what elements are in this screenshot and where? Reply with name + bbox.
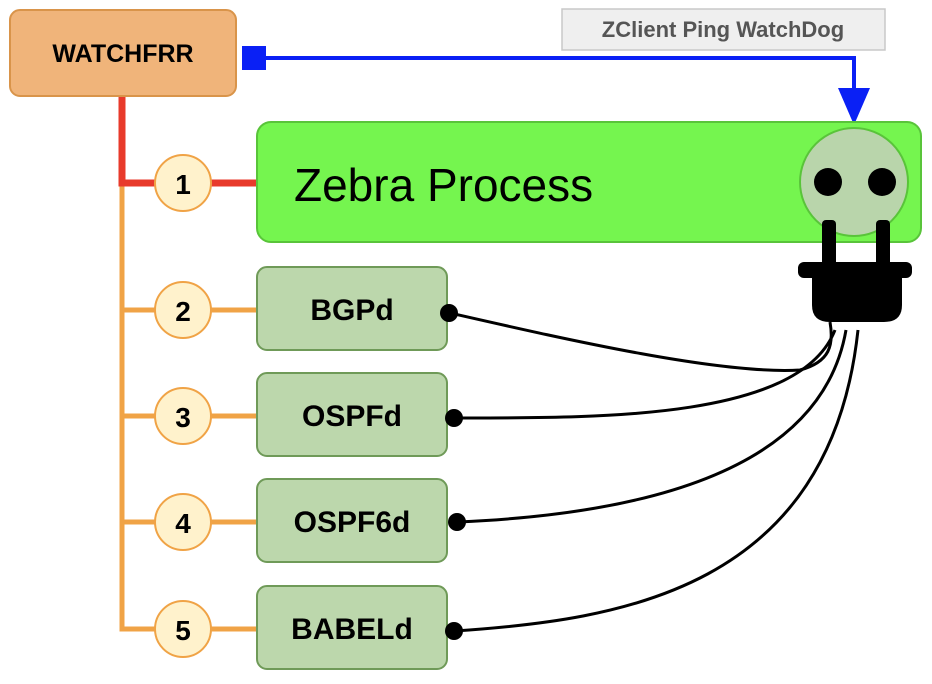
arrow-head — [838, 88, 870, 125]
badge-3: 3 — [154, 387, 212, 445]
daemon-babeld: BABELd — [256, 585, 448, 670]
badge-5-label: 5 — [175, 615, 191, 646]
zebra-node: Zebra Process — [256, 121, 922, 243]
badge-1: 1 — [154, 154, 212, 212]
zebra-label: Zebra Process — [294, 159, 593, 211]
wire-end-dots — [440, 304, 466, 640]
power-socket-icon — [799, 127, 909, 237]
watchfrr-label: WATCHFRR — [52, 40, 193, 68]
badge-2: 2 — [154, 281, 212, 339]
dot-ospfd — [445, 409, 463, 427]
dot-bgpd — [440, 304, 458, 322]
wire-ospfd — [454, 329, 837, 420]
number-badges: 1 2 3 4 5 — [154, 154, 212, 658]
red-zebra-connector — [118, 93, 260, 187]
daemon-ospf6d-label: OSPF6d — [294, 506, 411, 539]
badge-5: 5 — [154, 600, 212, 658]
daemon-ospfd-label: OSPFd — [302, 400, 402, 433]
dot-ospf6d — [448, 513, 466, 531]
wire-bgpd — [449, 311, 833, 372]
wire-babeld — [454, 329, 860, 633]
watchfrr-node: WATCHFRR — [9, 9, 237, 97]
daemon-bgpd-label: BGPd — [310, 294, 393, 327]
daemon-ospfd: OSPFd — [256, 372, 448, 457]
daemon-bgpd: BGPd — [256, 266, 448, 351]
wire-ospf6d — [457, 329, 848, 524]
arrow-line — [266, 56, 856, 92]
badge-2-label: 2 — [175, 296, 191, 327]
plug-wires — [449, 311, 860, 633]
badge-3-label: 3 — [175, 402, 191, 433]
badge-1-label: 1 — [175, 169, 191, 200]
watchdog-label: ZClient Ping WatchDog — [602, 17, 844, 42]
arrow-tail-square — [242, 46, 266, 70]
badge-4-label: 4 — [175, 508, 191, 539]
orange-trunk — [119, 183, 260, 632]
watchdog-arrow — [242, 46, 870, 125]
power-plug-icon — [798, 220, 912, 322]
daemon-ospf6d: OSPF6d — [256, 478, 448, 563]
daemon-babeld-label: BABELd — [291, 613, 413, 646]
dot-babeld — [445, 622, 463, 640]
badge-4: 4 — [154, 493, 212, 551]
watchdog-node: ZClient Ping WatchDog — [561, 8, 886, 51]
